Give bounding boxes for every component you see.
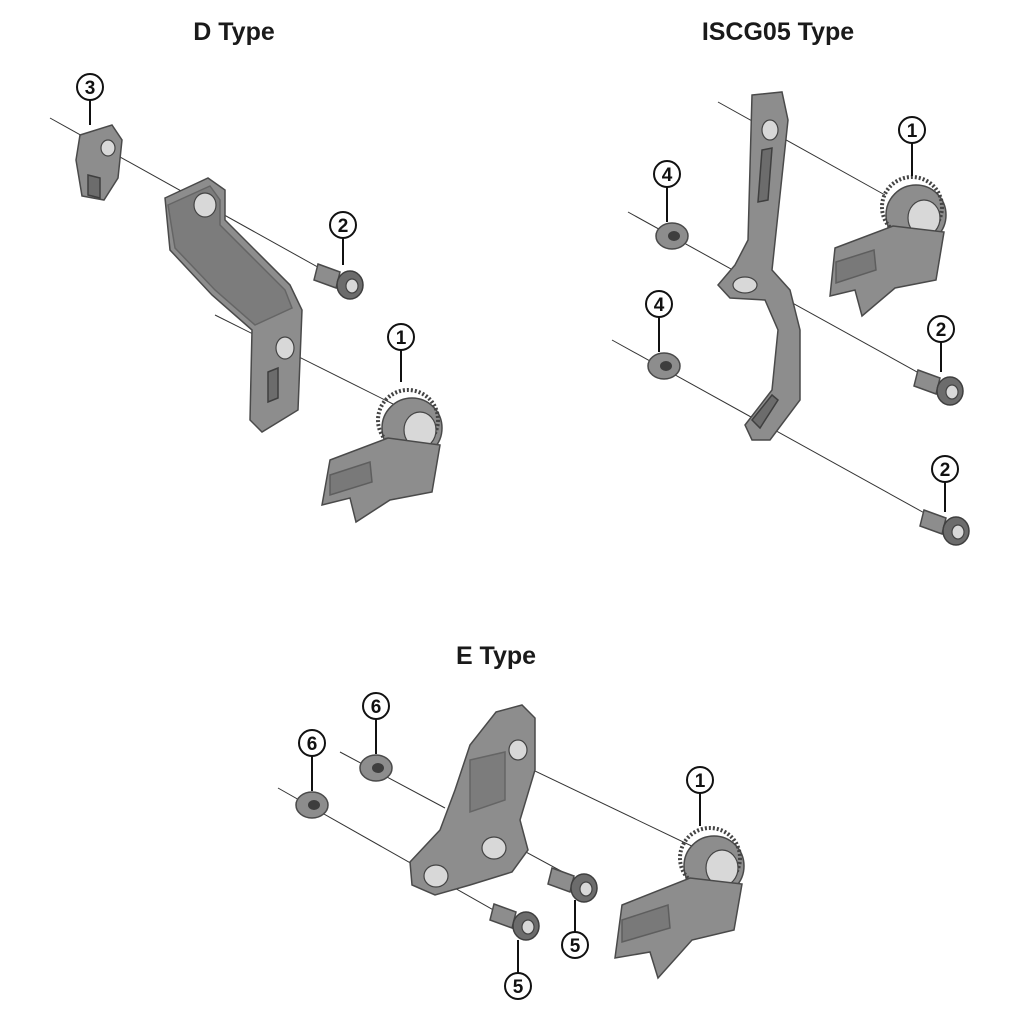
d-type-callout-3: 3 (76, 73, 104, 125)
e-type-callout-5-lower: 5 (504, 940, 532, 1000)
svg-text:6: 6 (307, 734, 318, 755)
e-type-part-bolt-lower (489, 903, 540, 941)
e-type-axis-1 (339, 751, 446, 809)
iscg05-part-bolt-lower (919, 509, 970, 546)
e-type-callout-5-upper: 5 (561, 900, 589, 959)
d-type-part-plate (75, 124, 123, 201)
iscg05-callout-2-lower: 2 (931, 455, 959, 512)
iscg05-type-group: ISCG05 Type (611, 18, 970, 546)
e-type-group: E Type (277, 642, 745, 1000)
iscg05-callout-4-lower: 4 (645, 290, 673, 352)
d-type-part-bolt (313, 263, 364, 300)
svg-text:2: 2 (936, 320, 947, 341)
iscg05-type-title: ISCG05 Type (702, 18, 854, 46)
d-type-part-bracket (164, 177, 303, 433)
svg-text:2: 2 (940, 460, 951, 481)
iscg05-part-washer-lower (647, 352, 681, 380)
e-type-part-washer-upper (359, 754, 393, 782)
e-type-part-bolt-upper (547, 867, 598, 903)
d-type-part-chain-guide (321, 388, 443, 524)
svg-text:4: 4 (654, 295, 665, 316)
iscg05-callout-4-upper: 4 (653, 160, 681, 222)
iscg05-axis-1 (717, 101, 886, 196)
e-type-callout-6-upper: 6 (362, 692, 390, 754)
e-type-axis-3 (511, 759, 701, 851)
svg-text:3: 3 (85, 78, 96, 99)
svg-text:6: 6 (371, 697, 382, 718)
svg-text:2: 2 (338, 216, 349, 237)
d-type-callout-1: 1 (387, 323, 415, 382)
d-type-group: D Type (49, 18, 443, 524)
d-type-axis-lower (214, 314, 396, 406)
e-type-callout-1: 1 (686, 766, 714, 826)
svg-text:5: 5 (570, 936, 581, 957)
iscg05-part-bracket (716, 91, 801, 441)
svg-text:4: 4 (662, 165, 673, 186)
svg-text:5: 5 (513, 977, 524, 998)
e-type-part-chain-guide (614, 826, 745, 980)
iscg05-callout-2-upper: 2 (927, 315, 955, 372)
svg-text:1: 1 (907, 121, 918, 142)
d-type-title: D Type (193, 18, 275, 46)
d-type-callout-2: 2 (329, 211, 357, 265)
e-type-callout-6-lower: 6 (298, 729, 326, 791)
e-type-part-washer-lower (295, 791, 329, 819)
iscg05-part-bolt-upper (913, 369, 964, 406)
e-type-part-bracket (409, 704, 536, 896)
svg-text:1: 1 (695, 771, 706, 792)
iscg05-callout-1: 1 (898, 116, 926, 176)
iscg05-part-washer-upper (655, 222, 689, 250)
svg-text:1: 1 (396, 328, 407, 349)
e-type-title: E Type (456, 642, 536, 670)
iscg05-part-chain-guide (829, 175, 947, 318)
